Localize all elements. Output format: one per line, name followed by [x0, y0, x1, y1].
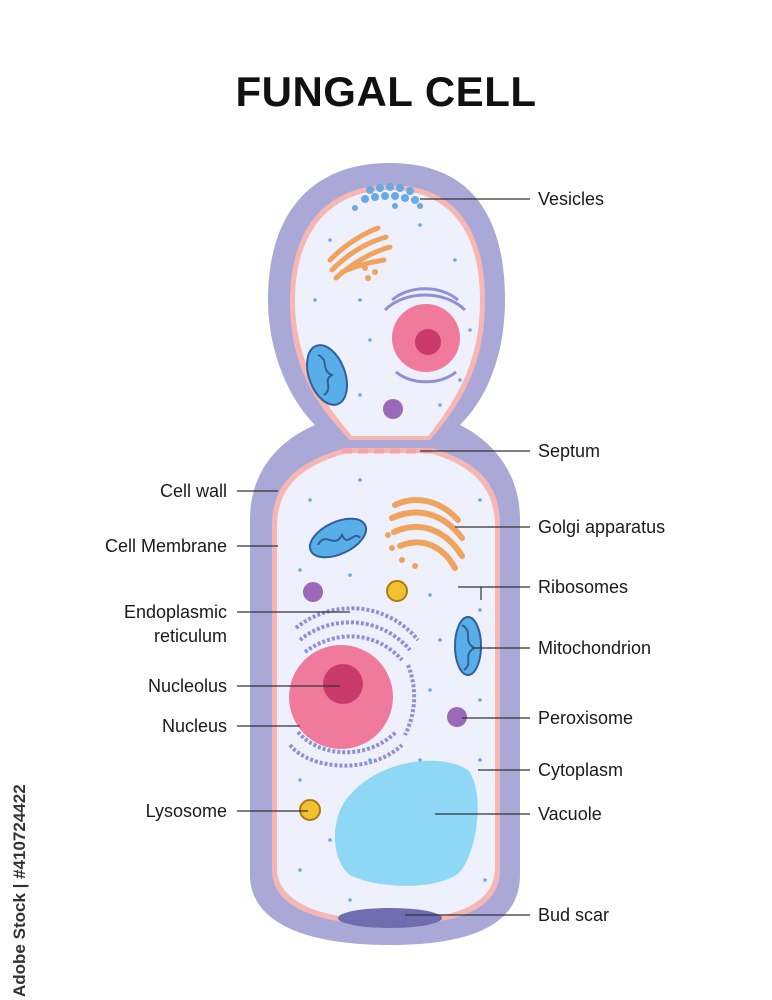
nucleolus-upper — [415, 329, 441, 355]
vesicles — [352, 183, 423, 211]
label-vesicles: Vesicles — [538, 189, 604, 209]
er-upper — [383, 287, 467, 384]
label-vacuole: Vacuole — [538, 804, 602, 824]
mitochondrion-upper — [306, 344, 348, 406]
peroxisome-left — [303, 582, 323, 602]
golgi-upper — [327, 225, 393, 281]
label-er-line1: Endoplasmic — [124, 602, 227, 622]
label-peroxisome: Peroxisome — [538, 708, 633, 728]
leader-lines — [237, 198, 530, 916]
label-nucleus: Nucleus — [162, 716, 227, 736]
label-lysosome: Lysosome — [146, 801, 227, 821]
ribosomes — [298, 223, 487, 902]
watermark: Adobe Stock | #410724422 — [10, 765, 30, 1000]
label-ribosomes: Ribosomes — [538, 577, 628, 597]
vacuole — [335, 760, 478, 886]
watermark-text: Adobe Stock | #410724422 — [10, 784, 29, 997]
peroxisome-upper — [383, 399, 403, 419]
golgi-lower — [389, 497, 465, 571]
label-septum: Septum — [538, 441, 600, 461]
label-nucleolus: Nucleolus — [148, 676, 227, 696]
label-golgi: Golgi apparatus — [538, 517, 665, 537]
nucleolus — [323, 664, 363, 704]
mitochondrion-lower-left — [308, 517, 368, 559]
label-mitochondrion: Mitochondrion — [538, 638, 651, 658]
mitochondrion — [454, 616, 482, 676]
label-cell-wall: Cell wall — [160, 481, 227, 501]
lysosome-upper — [386, 580, 408, 602]
endoplasmic-reticulum — [288, 606, 420, 768]
bud-scar — [338, 908, 442, 928]
page-title: FUNGAL CELL — [235, 68, 537, 115]
label-cytoplasm: Cytoplasm — [538, 760, 623, 780]
label-bud-scar: Bud scar — [538, 905, 609, 925]
lysosome — [299, 799, 321, 821]
peroxisome — [447, 707, 467, 727]
label-cell-membrane: Cell Membrane — [105, 536, 227, 556]
label-er-line2: reticulum — [154, 626, 227, 646]
